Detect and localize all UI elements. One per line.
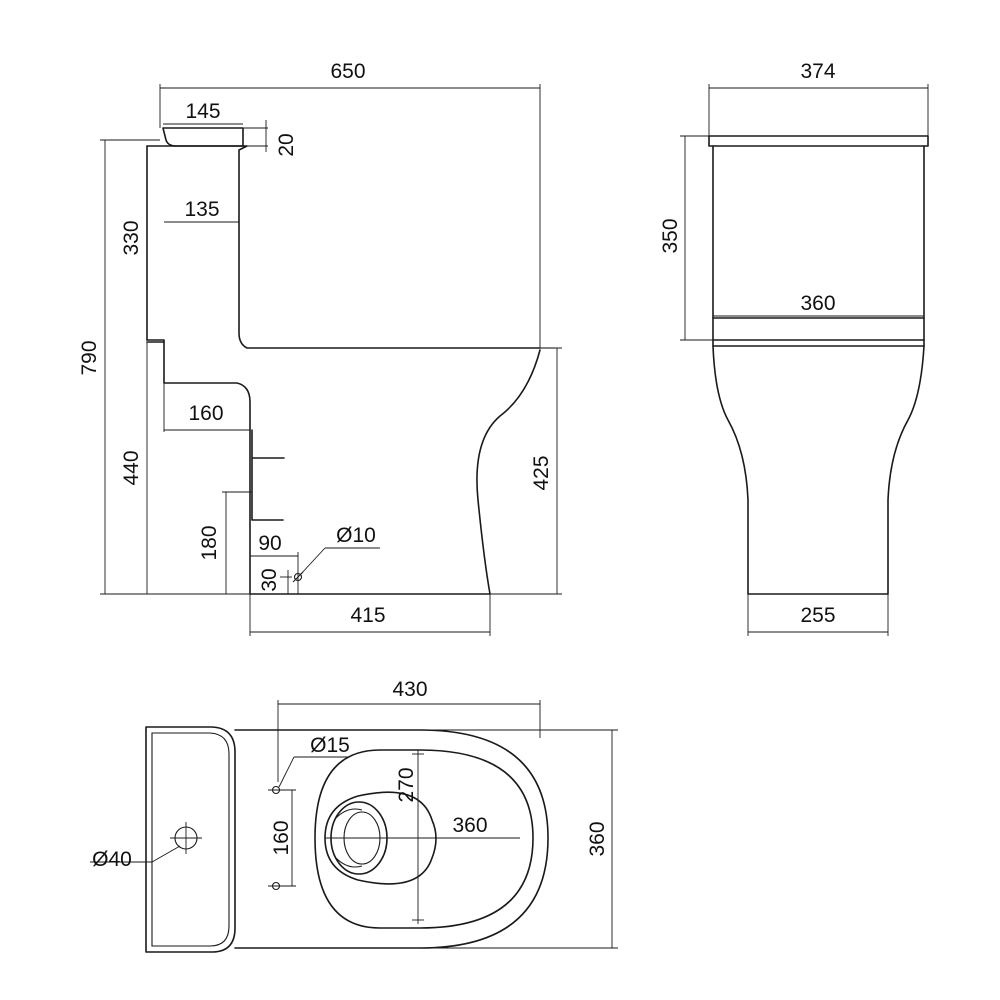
dim-135: 135 <box>164 198 239 223</box>
front-cistern-body <box>712 145 925 341</box>
dim-374: 374 <box>708 60 929 136</box>
label-d40: Ø40 <box>92 848 132 871</box>
dim-650: 650 <box>159 60 541 348</box>
label-330: 330 <box>120 220 143 255</box>
label-160-top: 160 <box>270 820 293 855</box>
label-360-front: 360 <box>800 292 835 315</box>
label-790: 790 <box>78 340 101 375</box>
label-360-top-outer: 360 <box>586 821 609 856</box>
top-flush-button <box>170 822 202 854</box>
label-255: 255 <box>800 604 835 627</box>
dim-360-top-inner: 360 <box>325 814 520 839</box>
dim-425: 425 <box>490 347 562 595</box>
front-pan-body <box>712 345 925 595</box>
side-pan-body <box>163 341 541 595</box>
label-650: 650 <box>330 60 365 83</box>
top-cistern-inner <box>151 732 230 947</box>
dim-160-side: 160 <box>163 383 250 432</box>
dim-90: 90 <box>250 532 299 594</box>
dim-145: 145 <box>163 100 243 125</box>
top-hinge-hole-lower <box>268 881 296 891</box>
label-374: 374 <box>800 60 835 83</box>
label-425: 425 <box>530 455 553 490</box>
label-20: 20 <box>275 133 298 156</box>
dim-255: 255 <box>747 594 889 636</box>
label-160-side: 160 <box>188 402 223 425</box>
label-30: 30 <box>258 568 281 591</box>
side-outlet-pipe <box>251 429 285 521</box>
dim-180: 180 <box>198 491 252 594</box>
top-trap-detail <box>335 808 363 868</box>
top-seat <box>314 749 534 929</box>
front-view: 374 350 360 255 <box>659 60 929 636</box>
label-d10: Ø10 <box>336 524 376 547</box>
dim-790: 790 <box>78 139 250 595</box>
label-430: 430 <box>392 678 427 701</box>
dim-160-top: 160 <box>270 790 293 886</box>
dim-270: 270 <box>395 750 424 924</box>
top-bowl-outer <box>234 729 549 949</box>
dim-20: 20 <box>243 120 298 157</box>
dim-d10: Ø10 <box>299 524 380 576</box>
dim-430: 430 <box>277 678 541 782</box>
label-180: 180 <box>198 525 221 560</box>
label-360-top-inner: 360 <box>452 814 487 837</box>
top-view: 430 Ø15 160 270 360 360 <box>90 678 618 953</box>
label-440: 440 <box>120 450 143 485</box>
front-pan-top <box>712 339 925 347</box>
dim-d15: Ø15 <box>278 734 350 788</box>
label-135: 135 <box>184 198 219 221</box>
side-view: 650 145 20 135 330 790 <box>78 60 562 636</box>
dim-440: 440 <box>120 342 148 594</box>
dim-350: 350 <box>659 135 713 341</box>
side-cistern-lid <box>162 127 244 147</box>
label-270: 270 <box>395 767 418 802</box>
dim-360-front: 360 <box>713 292 924 317</box>
top-bowl-opening <box>324 791 437 885</box>
dim-360-top-outer: 360 <box>420 729 618 949</box>
top-hinge-hole-upper <box>268 785 296 795</box>
label-90: 90 <box>258 532 281 555</box>
label-d15: Ø15 <box>310 734 350 757</box>
dim-415: 415 <box>249 594 491 636</box>
dim-330: 330 <box>120 146 148 340</box>
dim-30: 30 <box>258 568 292 594</box>
label-350: 350 <box>659 218 682 253</box>
dim-d40: Ø40 <box>90 845 181 871</box>
side-cistern-body <box>146 145 541 349</box>
label-415: 415 <box>350 604 385 627</box>
label-145: 145 <box>185 100 220 123</box>
side-joint <box>146 339 165 343</box>
top-cistern-outer <box>145 726 236 953</box>
front-cistern-lid <box>708 135 929 147</box>
